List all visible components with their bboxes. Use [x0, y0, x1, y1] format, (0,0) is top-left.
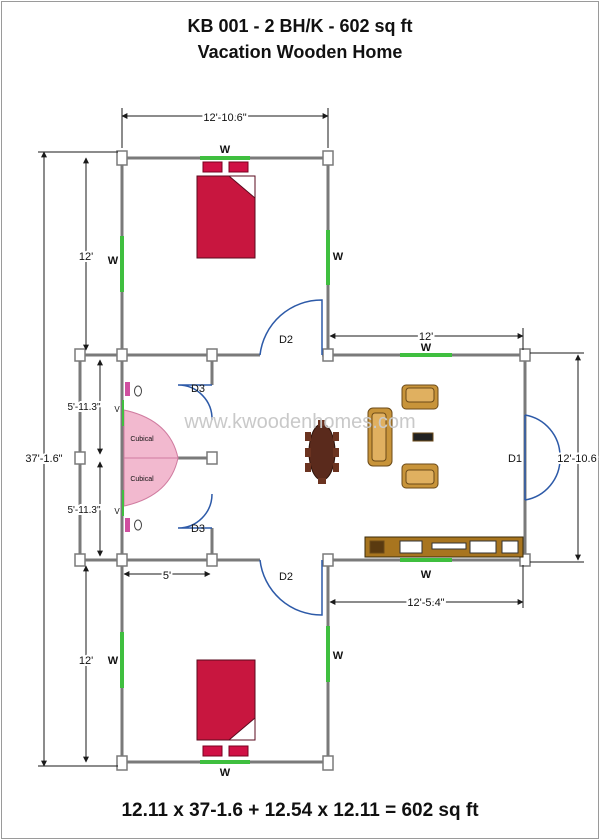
label-window-living-south: W: [421, 569, 432, 581]
bed-bottom: [196, 659, 256, 757]
label-valve-lower: V: [114, 507, 120, 516]
door-d2-upper: [259, 299, 323, 356]
label-door-d1: D1: [508, 453, 522, 465]
cubical-upper: [123, 409, 179, 459]
dimension-labels: 12'-10.6" 37'-1.6" 12' 5'-11.3" 5'-11.3"…: [23, 110, 598, 669]
watermark: www.kwoodenhomes.com: [183, 411, 415, 433]
dim-overall-height: 37'-1.6": [25, 453, 62, 465]
dim-living-right-height: 12'-10.6: [557, 453, 596, 465]
label-window-top-north: W: [220, 144, 231, 156]
fixture-lower: [125, 518, 130, 532]
door-d1: [524, 414, 561, 501]
dim-living-top-width: 12': [419, 331, 433, 343]
plan-title: KB 001 - 2 BH/K - 602 sq ft: [187, 16, 413, 36]
bed-top: [196, 161, 256, 259]
label-window-living-north: W: [421, 342, 432, 354]
dim-top-room-height: 12': [79, 251, 93, 263]
label-door-d3-upper: D3: [191, 383, 205, 395]
dim-cubical-upper: 5'-11.3": [67, 402, 101, 413]
label-door-d2-lower: D2: [279, 571, 293, 583]
opening-labels: W W W W W W W W D2 D2 D3 D3 D1 Cubical C…: [108, 144, 522, 779]
dim-bottom-room-height: 12': [79, 655, 93, 667]
door-d2-lower: [259, 559, 323, 616]
label-cubical-upper: Cubical: [130, 436, 154, 443]
area-formula: 12.11 x 37-1.6 + 12.54 x 12.11 = 602 sq …: [121, 800, 479, 821]
toilet-lower: [134, 519, 142, 531]
doors: [177, 299, 561, 616]
door-d3-upper: [177, 384, 213, 421]
dim-cubical-lower: 5'-11.3": [67, 505, 101, 516]
label-door-d2-upper: D2: [279, 334, 293, 346]
door-d3-lower: [177, 493, 213, 529]
dining-set: [305, 420, 339, 484]
dimension-lines: [38, 108, 584, 767]
plan-subtitle: Vacation Wooden Home: [197, 42, 403, 62]
living-furniture: [364, 384, 524, 558]
label-door-d3-lower: D3: [191, 523, 205, 535]
label-window-bottom-east: W: [333, 650, 344, 662]
toilet-upper: [134, 385, 142, 397]
windows: [120, 156, 452, 764]
cubical-lower: [123, 457, 179, 507]
log-corners: [74, 150, 531, 771]
dim-top-width: 12'-10.6": [203, 112, 246, 124]
label-window-bottom-west: W: [108, 655, 119, 667]
label-window-top-west: W: [108, 255, 119, 267]
cubicals: [122, 382, 179, 532]
dim-living-bottom-width: 12'-5.4": [407, 597, 444, 609]
label-window-bottom-south: W: [220, 767, 231, 779]
label-cubical-lower: Cubical: [130, 476, 154, 483]
fixture-upper: [125, 382, 130, 396]
label-valve-upper: V: [114, 405, 120, 414]
dim-bath-width: 5': [163, 570, 171, 582]
label-window-top-east: W: [333, 251, 344, 263]
